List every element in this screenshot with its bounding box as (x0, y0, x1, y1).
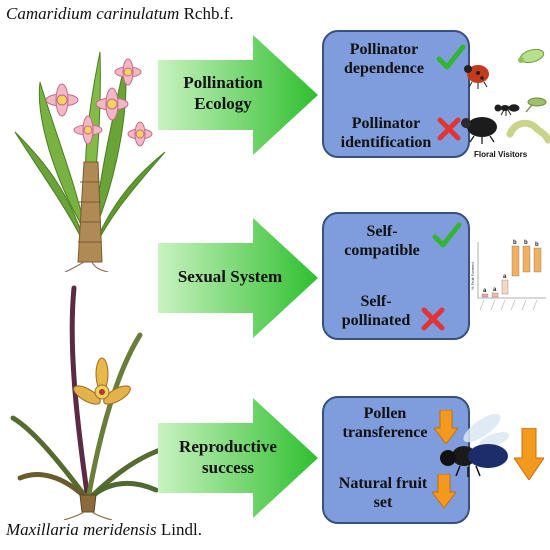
floral-visitors-illustration (461, 48, 550, 144)
grasshopper-icon (525, 97, 547, 113)
finding-self-compatible: Self-compatible (344, 223, 420, 259)
beetle-icon (461, 117, 497, 144)
species-bottom-author: Lindl. (160, 520, 202, 539)
maxillaria-plant-illustration (10, 285, 168, 520)
species-bottom-name: Maxillaria meridensis (6, 520, 157, 539)
floral-visitors-caption: Floral Visitors (474, 150, 528, 159)
finding-self-pollinated: Self-pollinated (341, 293, 411, 329)
down-arrow-icon (432, 474, 456, 508)
mini-chart-letter: a (493, 287, 497, 293)
arrow-reproductive-success (158, 398, 318, 518)
species-top-label: Camaridium carinulatum Rchb.f. (6, 4, 234, 24)
down-arrow-icon (434, 410, 458, 444)
species-bottom-label: Maxillaria meridensis Lindl. (6, 520, 202, 540)
leafhopper-icon (518, 48, 545, 64)
category-label-pollination-ecology: Pollination Ecology (183, 73, 263, 113)
finding-pollinator-dependence: Pollinator dependence (344, 41, 424, 77)
cross-icon (421, 307, 445, 331)
cross-icon (437, 117, 461, 141)
arrow-pollination-ecology (158, 35, 318, 155)
panel-sexual-system (322, 212, 470, 340)
mini-chart-letter: b (513, 240, 517, 246)
mini-chart-letter: a (503, 274, 507, 280)
caterpillar-icon (506, 119, 550, 144)
finding-pollen-transference: Pollen transference (342, 405, 428, 441)
down-arrow-icon (514, 428, 544, 480)
ladybird-beetle-icon (464, 65, 489, 89)
ant-icon (494, 104, 520, 116)
category-label-sexual-system: Sexual System (177, 267, 283, 286)
arrow-sexual-system (158, 218, 318, 338)
panel-pollination-ecology (322, 30, 470, 158)
mini-chart-ylabel: % Fruit Formed (470, 262, 475, 290)
check-icon (432, 222, 462, 248)
check-icon (436, 44, 466, 70)
category-label-reproductive-success: Reproductive success (179, 437, 277, 477)
fruit-set-boxplot-thumbnail: % Fruit Formed a a a b b b (470, 240, 546, 311)
species-top-name: Camaridium carinulatum (6, 4, 180, 23)
finding-pollinator-identification: Pollinator identification (340, 115, 432, 151)
mini-chart-letter: b (524, 240, 528, 246)
mini-chart-letter: a (483, 288, 487, 294)
finding-natural-fruit-set: Natural fruit set (338, 475, 428, 511)
carpenter-bee-illustration (440, 414, 510, 477)
camaridium-plant-illustration (14, 51, 166, 272)
species-top-author: Rchb.f. (183, 4, 234, 23)
mini-chart-letter: b (535, 242, 539, 248)
